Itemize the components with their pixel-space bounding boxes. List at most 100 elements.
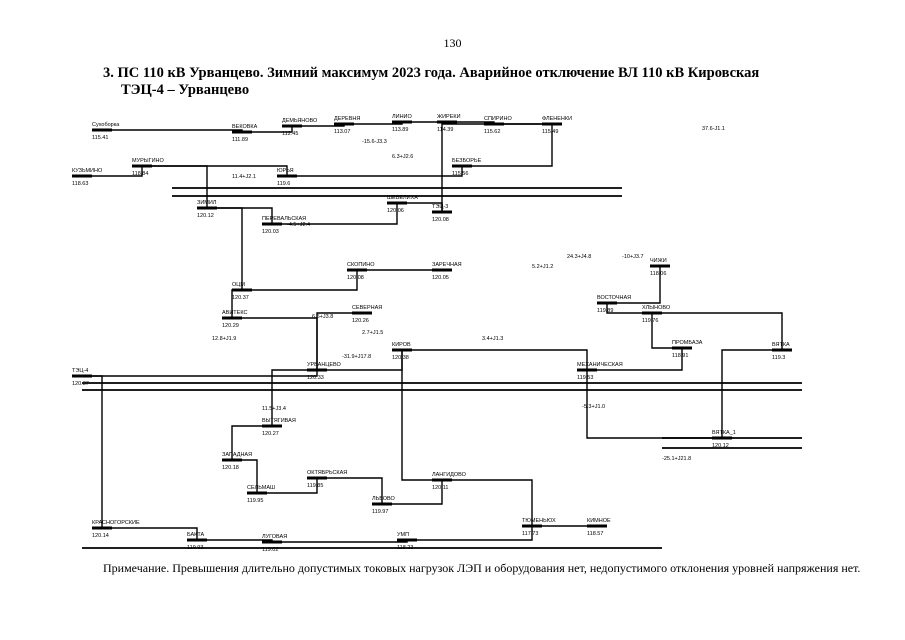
substation-voltage: 120.08 (347, 275, 364, 281)
substation-label: ТЭЦ-4 (72, 368, 88, 374)
substation-bus (437, 120, 457, 124)
wire-n8-n14 (441, 123, 552, 212)
substation-voltage: 119.3 (772, 355, 785, 361)
wire-n2-n3 (242, 126, 293, 133)
substation-voltage: 119.76 (642, 318, 658, 324)
substation-label: ЗАРЕЧНАЯ (432, 262, 462, 268)
substation-label: ДЕРЕВНЯ (334, 116, 360, 122)
substation-voltage: 118.06 (650, 271, 666, 277)
wire-n41-n42 (197, 539, 273, 542)
wire-n23-n22 (82, 370, 318, 377)
substation-bus (392, 120, 412, 124)
flow-label: 3.4+J1.3 (482, 336, 503, 342)
substation-voltage: 115.56 (452, 171, 468, 177)
wire-n32-n33 (231, 425, 272, 460)
substation-label: БАКТА (187, 532, 205, 538)
substation-bus (92, 526, 112, 530)
substation-bus (432, 268, 452, 272)
flow-label: 37.6-J1.1 (702, 126, 725, 132)
substation-label: ЮРЬЯ (277, 168, 294, 174)
network-schematic: Сухоборка115.41ВЕКОВКА111.89ДЕМЬЯНОВО112… (72, 114, 802, 553)
wire-n24-n29 (402, 349, 588, 370)
substation-label: СПИРИНО (484, 116, 512, 122)
substation-bus (232, 130, 252, 134)
substation-bus (132, 164, 152, 168)
flow-label: -15.6-J3.3 (362, 139, 387, 145)
substation-voltage: 111.89 (232, 137, 248, 143)
wire-n9-n12 (82, 166, 143, 177)
substation-voltage: 118.84 (132, 171, 148, 177)
substation-label: УРВАНЦЕВО (307, 362, 342, 368)
substation-label: ВОСТОЧНАЯ (597, 295, 631, 301)
substation-label: БЕЗБОРЬЕ (452, 158, 482, 164)
substation-voltage: 120.08 (432, 217, 449, 223)
wire-n12-n10 (142, 165, 288, 176)
substation-label: КИРОВ (392, 342, 411, 348)
substation-bus (392, 348, 412, 352)
substation-voltage: 120.18 (222, 465, 239, 471)
substation-label: ВЫТЯГИВАЯ (262, 418, 296, 424)
substation-label: ЛАНГИДОВО (432, 472, 467, 478)
substation-voltage: 112.45 (282, 131, 298, 137)
substation-bus (542, 122, 562, 126)
wire-n35-n34 (257, 478, 318, 494)
substation-bus (352, 311, 372, 315)
flow-layer: 5.2+J1.224.3+J4.8-10+J3.7-15.6-J3.36.3+J… (212, 126, 725, 462)
substation-voltage: 120.06 (387, 208, 404, 214)
substation-voltage: 120.12 (712, 443, 729, 449)
substation-label: КРАСНОГОРСКИЕ (92, 520, 140, 526)
substation-label: СКОПИНО (347, 262, 375, 268)
title-line-1: 3. ПС 110 кВ Урванцево. Зимний максимум … (103, 65, 760, 81)
substation-n25: ЧИЖИ 118.06 (650, 258, 670, 277)
substation-bus (577, 368, 597, 372)
node-layer: Сухоборка115.41ВЕКОВКА111.89ДЕМЬЯНОВО112… (72, 114, 792, 553)
wire-n43-n38 (407, 526, 533, 541)
substation-bus (277, 174, 297, 178)
substation-voltage: 119.95 (247, 498, 263, 504)
wire-n27-n28 (652, 312, 783, 350)
wire-n1-n2 (102, 129, 243, 132)
flow-label: 5.2+J1.2 (532, 264, 553, 270)
wire-n23-n40 (82, 375, 103, 528)
wire-n22-n32 (271, 369, 317, 426)
substation-label: ЧИЖИ (650, 258, 667, 264)
substation-voltage: 115.62 (484, 129, 500, 135)
substation-voltage: 118.57 (587, 531, 603, 537)
substation-label: СЕВЕРНАЯ (352, 305, 382, 311)
substation-bus (282, 124, 302, 128)
substation-label: ПЕРЕВАЛЬСКАЯ (262, 216, 306, 222)
substation-bus (262, 540, 282, 544)
flow-label: -4.5+J2.4 (287, 222, 310, 228)
substation-voltage: 120.12 (197, 213, 214, 219)
substation-voltage: 119.6 (277, 181, 290, 187)
substation-label: Сухоборка (92, 122, 120, 128)
substation-bus (650, 264, 670, 268)
substation-label: ХЛЫНОВО (642, 305, 671, 311)
substation-bus (334, 122, 354, 126)
flow-label: -31.9+J17.8 (342, 354, 371, 360)
wire-n15-n19 (207, 207, 243, 290)
substation-label: ОЦМ (232, 282, 245, 288)
substation-label: ЖИРЕКИ (437, 114, 461, 120)
substation-voltage: 120.33 (307, 375, 324, 381)
substation-bus (387, 201, 407, 205)
